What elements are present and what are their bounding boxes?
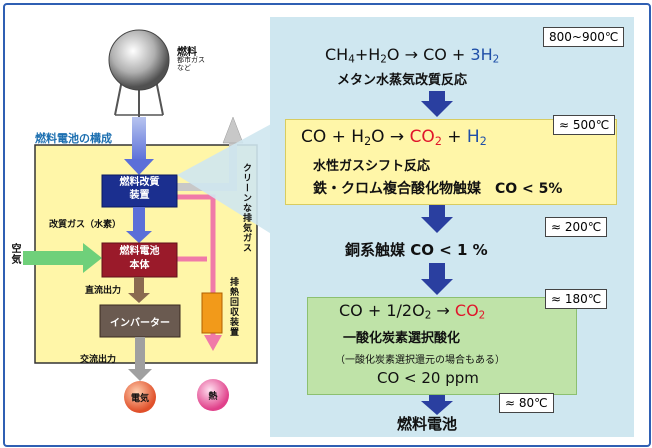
step2-reaction: CO + H2O → CO2 + H2 [301, 127, 487, 148]
inverter-label: インバーター [110, 318, 170, 329]
step3-text: 銅系触媒 CO < 1 % [345, 241, 488, 259]
electricity-ball-icon [124, 381, 156, 413]
step5-name: 燃料電池 [397, 415, 458, 433]
step3-temp: ≈ 200℃ [545, 217, 608, 237]
inverter-to-electricity-arrow [128, 337, 152, 381]
step4-temp: ≈ 180℃ [545, 289, 608, 309]
step1-reaction-h: +H [354, 45, 381, 64]
step1-temp: 800~900℃ [543, 27, 625, 47]
step2-temp: ≈ 500℃ [553, 115, 616, 135]
callout-connector [177, 123, 273, 235]
step2-catalyst: 鉄・クロム複合酸化物触媒 CO < 5% [313, 181, 563, 197]
step1-name: メタン水蒸気改質反応 [337, 73, 468, 88]
electricity-label: 電気 [130, 394, 149, 404]
left-diagram [23, 29, 273, 413]
process-arrows [421, 89, 453, 415]
fuel-flow-arrow [124, 117, 154, 175]
step5-temp: ≈ 80℃ [499, 393, 554, 413]
ac-output-label: 交流出力 [80, 355, 117, 365]
air-arrow [23, 243, 102, 273]
heat-recovery-label: 排熱回収装置 [228, 277, 238, 337]
step4-name: 一酸化炭素選択酸化 [343, 331, 461, 346]
fuel-cell-label: 燃料電池 本体 [119, 246, 160, 271]
fuel-cell-body-box [101, 242, 178, 278]
diagram-frame: 燃料 都市ガス など 燃料電池の構成 燃料改質 装置 改質ガス（水素） 燃料電池… [3, 3, 651, 447]
step4-box [307, 297, 577, 395]
gas-sub-label: 都市ガス など [177, 56, 205, 72]
cell-to-inverter-arrow [128, 277, 150, 303]
heat-label: 熱 [208, 392, 218, 402]
heat-recovery-unit [201, 292, 223, 334]
step4-note: （一酸化炭素選択還元の場合もある） [335, 355, 505, 366]
clean-exhaust-label: クリーンな排気ガス [241, 163, 251, 253]
step1-reaction-ch: CH [325, 45, 349, 64]
step3-box [323, 233, 533, 263]
step1-box [317, 37, 565, 91]
step4-result: CO < 20 ppm [377, 369, 479, 387]
step1-reaction: CH4+H2O → CO + 3H2 [325, 45, 500, 66]
section-title: 燃料電池の構成 [35, 132, 112, 145]
step1-reaction-arrow: O → CO + [386, 45, 471, 64]
gas-tank-icon [108, 29, 170, 117]
step4-reaction: CO + 1/2O2 → CO2 [339, 301, 486, 322]
air-label: 空気 [9, 243, 20, 265]
heat-ball-icon [197, 379, 229, 411]
dc-output-label: 直流出力 [85, 286, 122, 296]
reformed-gas-label: 改質ガス（水素） [49, 220, 122, 230]
step2-name: 水性ガスシフト反応 [313, 159, 431, 174]
step1-reaction-h2: 3H [470, 45, 493, 64]
reformer-to-cell-arrow [126, 207, 152, 243]
reformer-box [101, 174, 178, 208]
reformer-label: 燃料改質 装置 [119, 177, 160, 201]
gas-label: 燃料 [177, 47, 197, 58]
